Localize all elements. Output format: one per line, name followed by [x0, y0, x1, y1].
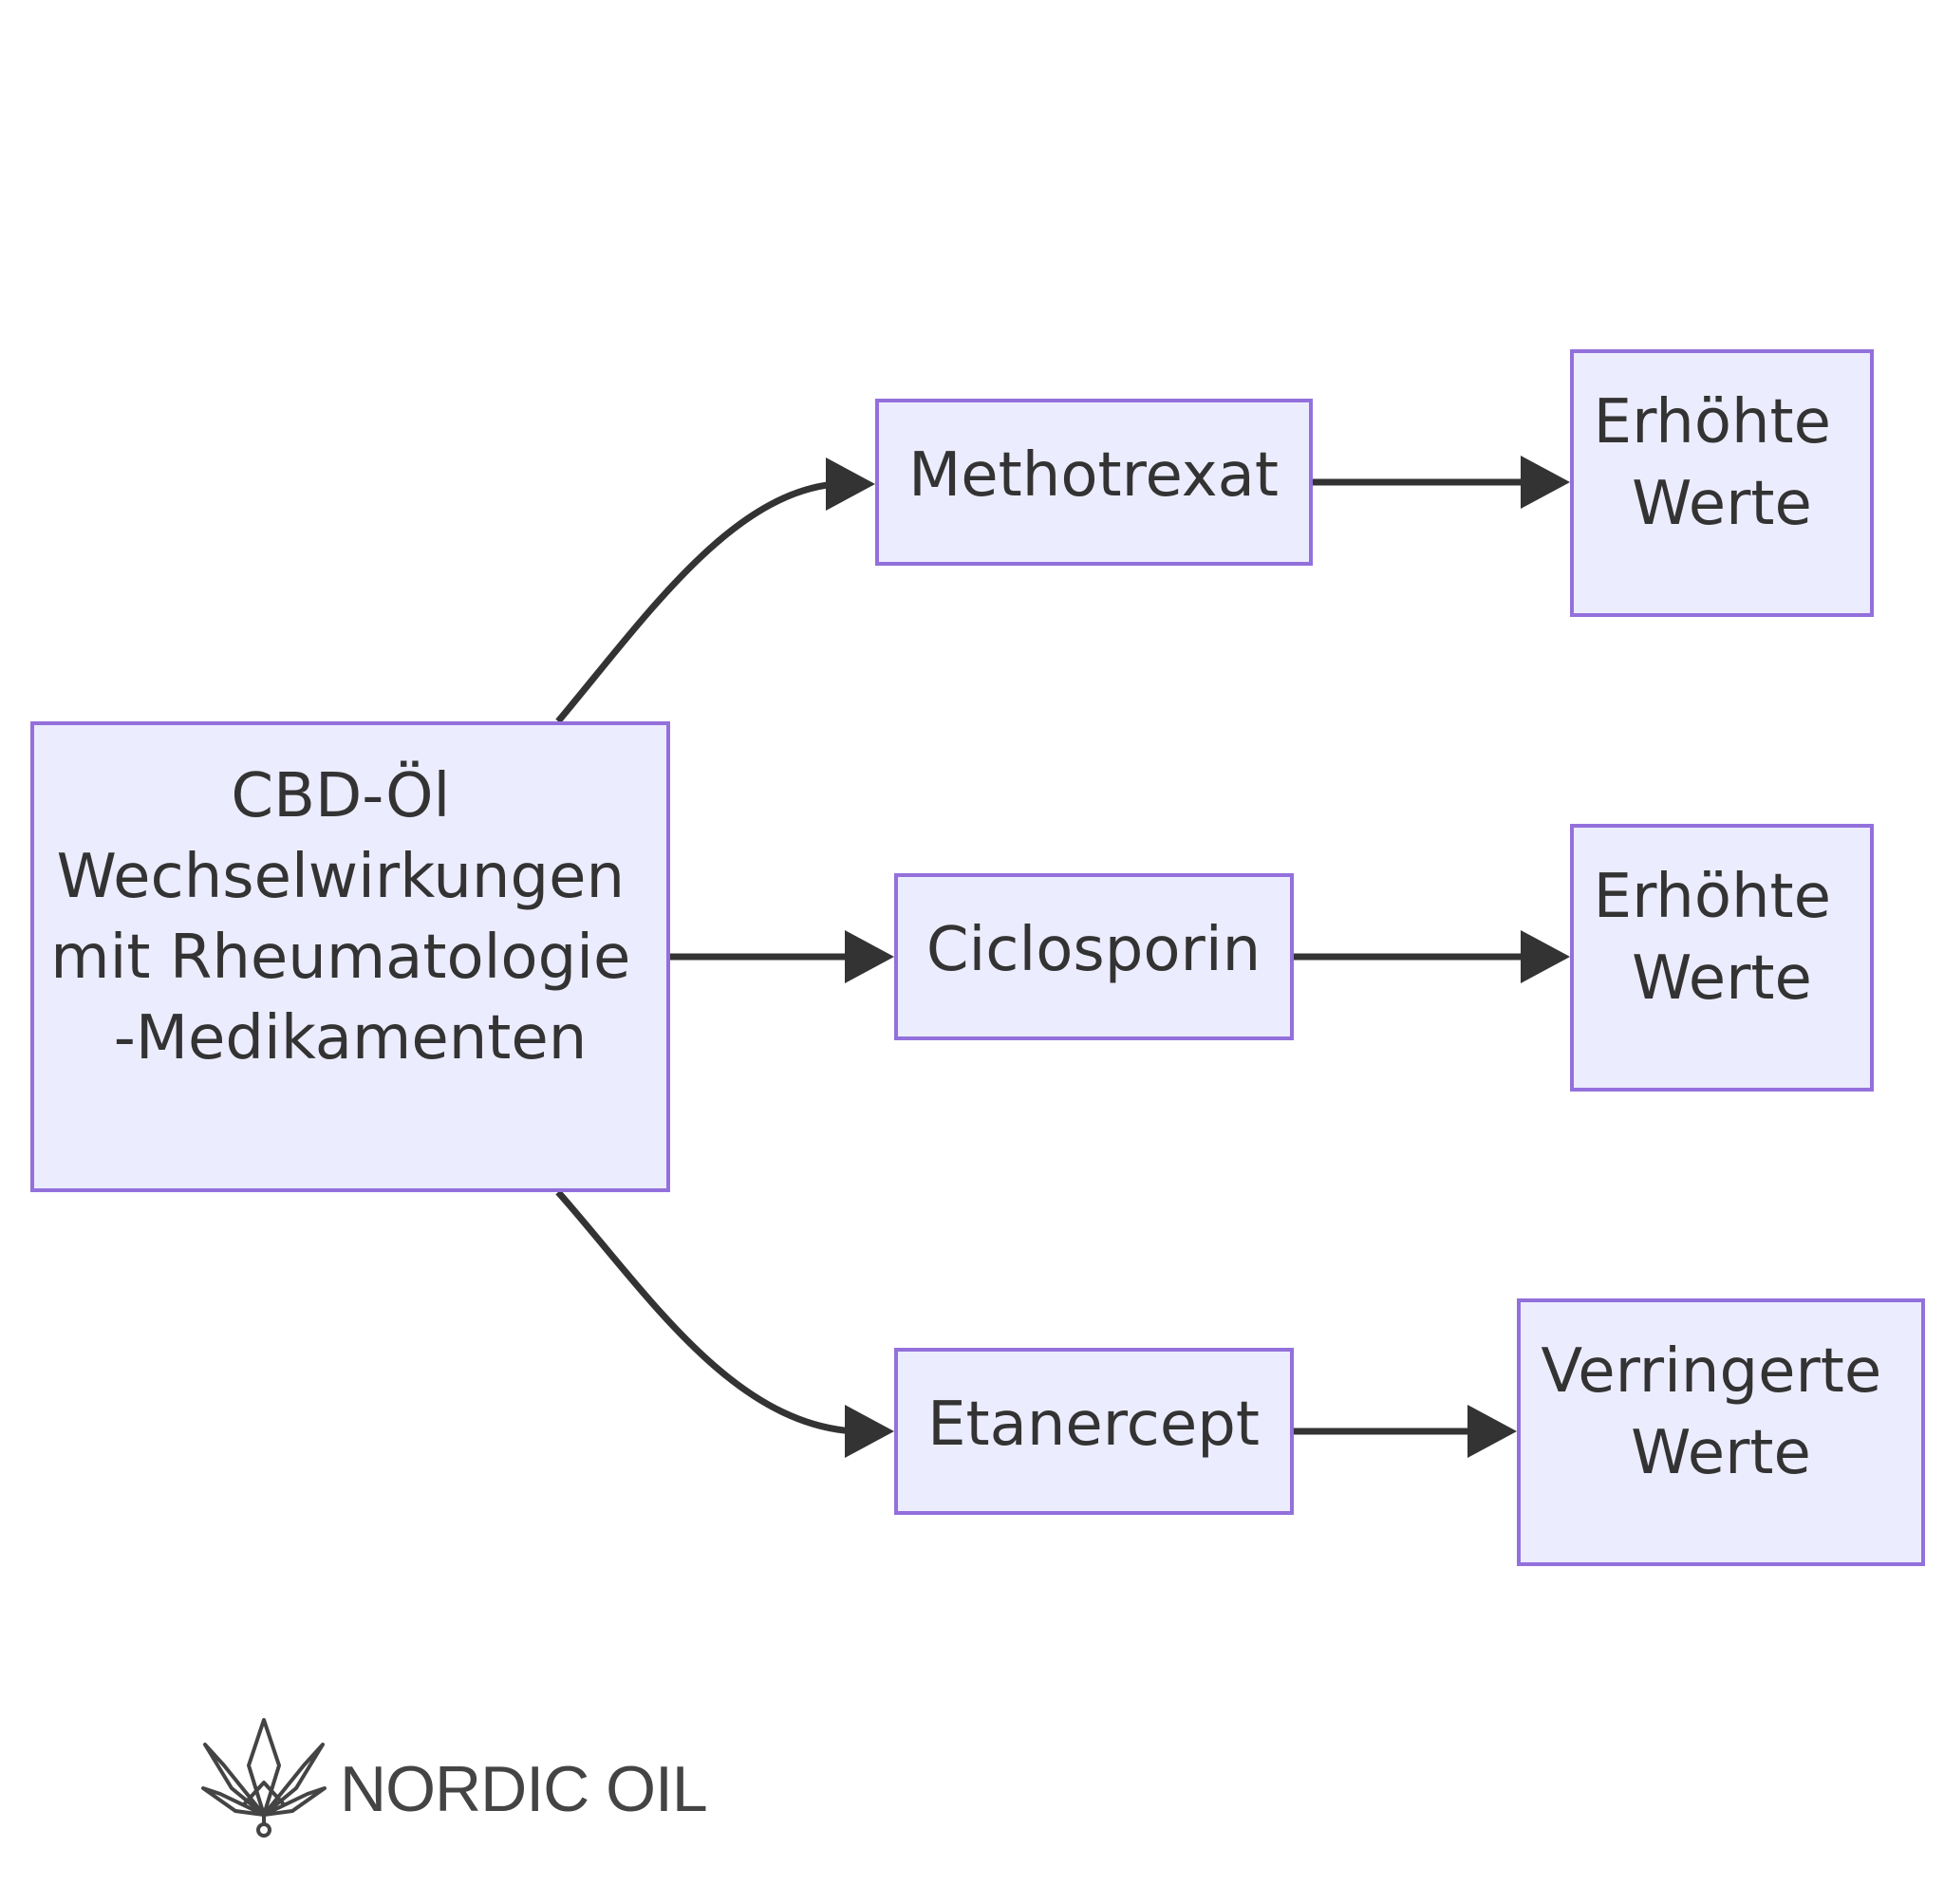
edge-etanercept-to-effect — [1294, 1405, 1517, 1458]
node-etanercept: Etanercept — [894, 1348, 1294, 1515]
svg-text:Erhöhte Werte: Erhöhte Werte — [1594, 862, 1851, 1014]
effect-methotrexat-line-2: Werte — [1632, 469, 1812, 539]
svg-text:Verringerte Werte: Verringerte Werte — [1541, 1336, 1900, 1488]
edge-root-to-ciclosporin — [669, 930, 894, 983]
node-ciclosporin: Ciclosporin — [894, 873, 1294, 1040]
svg-text:CBD-Öl Wechselwirkungen: CBD-Öl Wechselwirkungen mit Rheumatologi… — [50, 760, 649, 1073]
node-effect-ciclosporin: Erhöhte Werte — [1570, 824, 1874, 1092]
node-methotrexat: Methotrexat — [875, 399, 1313, 566]
edge-ciclosporin-to-effect — [1294, 930, 1570, 983]
node-effect-methotrexat: Erhöhte Werte — [1570, 349, 1874, 617]
brand-logo-text: NORDIC OIL — [340, 1753, 707, 1825]
svg-text:Erhöhte Werte: Erhöhte Werte — [1594, 387, 1851, 539]
effect-etanercept-line-2: Werte — [1631, 1418, 1811, 1488]
node-root: CBD-Öl Wechselwirkungen mit Rheumatologi… — [30, 721, 670, 1192]
etanercept-label: Etanercept — [927, 1390, 1260, 1460]
effect-ciclosporin-line-2: Werte — [1632, 943, 1812, 1014]
node-effect-etanercept: Verringerte Werte — [1517, 1298, 1925, 1566]
edge-root-to-etanercept — [555, 1189, 894, 1458]
edge-root-to-methotrexat — [555, 457, 875, 724]
root-label-line-4: -Medikamenten — [114, 1003, 588, 1073]
ciclosporin-label: Ciclosporin — [926, 915, 1261, 985]
effect-etanercept-line-1: Verringerte — [1541, 1336, 1881, 1407]
root-label-line-1: CBD-Öl — [231, 760, 450, 831]
effect-methotrexat-line-1: Erhöhte — [1594, 387, 1831, 457]
cannabis-leaf-icon — [201, 1718, 327, 1838]
root-label-line-3: mit Rheumatologie — [50, 923, 630, 993]
effect-ciclosporin-line-1: Erhöhte — [1594, 862, 1831, 932]
root-label-line-2: Wechselwirkungen — [57, 842, 625, 912]
methotrexat-label: Methotrexat — [908, 440, 1279, 511]
edge-methotrexat-to-effect — [1313, 456, 1570, 509]
